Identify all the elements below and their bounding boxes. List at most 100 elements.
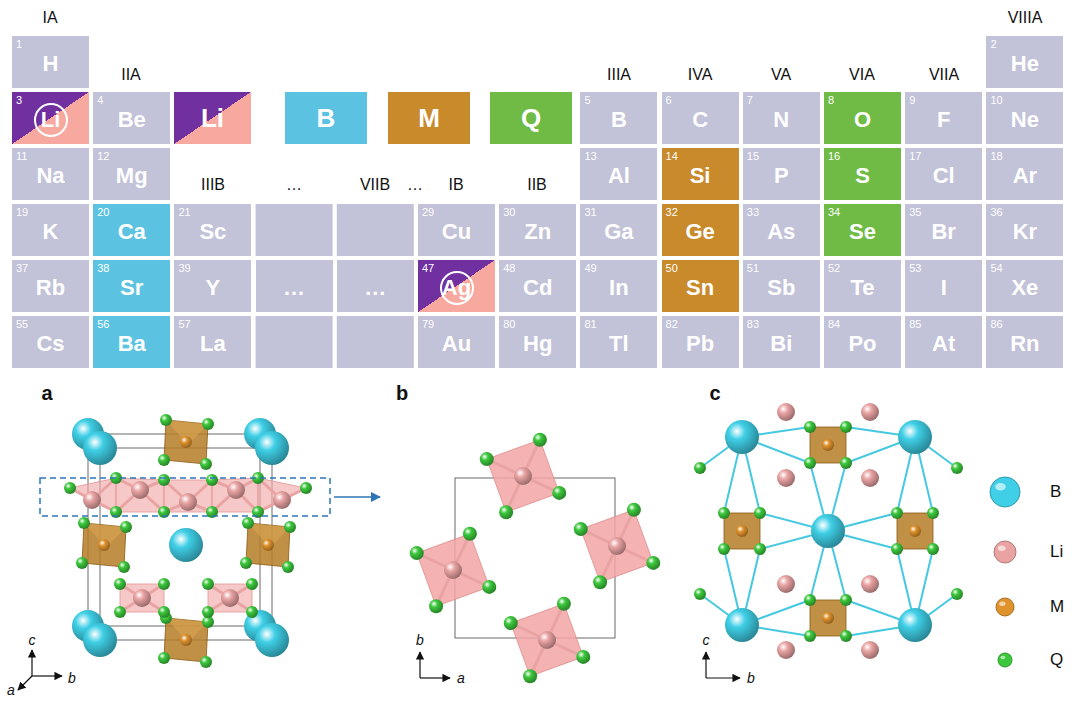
atom-sphere: [557, 597, 571, 611]
element-cell: 8O: [824, 92, 901, 144]
atom-sphere: [300, 482, 312, 494]
atom-sphere: [840, 630, 852, 642]
atomic-number: 34: [828, 206, 840, 218]
atom-sphere: [76, 557, 88, 569]
atom-sphere: [777, 403, 795, 421]
element-symbol: …: [283, 275, 305, 301]
atomic-number: 8: [828, 94, 834, 106]
axis-arrow: [32, 675, 62, 676]
element-symbol: Li: [34, 103, 68, 137]
atom-sphere: [627, 503, 641, 517]
atom-sphere: [202, 606, 214, 618]
legend-label: M: [1050, 597, 1064, 617]
li-polyhedron: [116, 478, 164, 512]
atomic-number: 30: [503, 206, 515, 218]
group-label: VA: [771, 66, 791, 84]
atom-sphere: [927, 507, 939, 519]
atom-sphere: [898, 608, 932, 642]
element-cell: 3Li: [12, 92, 89, 144]
element-cell: …: [337, 260, 414, 312]
blank-cell: [256, 316, 333, 368]
tetrahedron: [810, 427, 846, 463]
atom-sphere: [840, 594, 852, 606]
atom-sphere: [891, 507, 903, 519]
tetrahedron: [246, 523, 290, 567]
element-symbol: Cl: [933, 163, 955, 189]
element-cell: 49In: [580, 260, 657, 312]
element-cell: 32Ge: [662, 204, 739, 256]
atomic-number: 53: [909, 262, 921, 274]
li-polyhedron: [581, 510, 654, 583]
axis-label: a: [457, 670, 465, 686]
atom-sphere: [538, 631, 556, 649]
atomic-number: 20: [97, 206, 109, 218]
atom-sphere: [861, 575, 879, 593]
atom-sphere: [861, 403, 879, 421]
element-symbol: Sc: [199, 219, 226, 245]
atom-sphere: [777, 575, 795, 593]
element-cell: 11Na: [12, 148, 89, 200]
element-symbol: Pb: [686, 331, 714, 357]
atom-sphere: [576, 650, 590, 664]
element-cell: 30Zn: [499, 204, 576, 256]
element-symbol: Rn: [1010, 331, 1039, 357]
li-polyhedron: [208, 584, 252, 612]
atomic-number: 33: [747, 206, 759, 218]
atomic-number: 12: [97, 150, 109, 162]
element-symbol: I: [941, 275, 947, 301]
element-symbol: At: [932, 331, 955, 357]
atom-sphere: [480, 452, 494, 466]
axis-label: c: [29, 632, 36, 648]
atom-sphere: [444, 561, 462, 579]
tetrahedron: [724, 513, 760, 549]
atomic-number: 39: [178, 262, 190, 274]
blank-cells: [256, 204, 414, 368]
atom-sphere: [754, 507, 766, 519]
element-cell: 86Rn: [986, 316, 1063, 368]
atomic-number: 3: [16, 94, 22, 106]
atom-sphere: [180, 634, 192, 646]
element-cell: 48Cd: [499, 260, 576, 312]
element-symbol: P: [774, 163, 789, 189]
legend-swatch-highlight: [1000, 656, 1005, 660]
element-symbol: Ga: [604, 219, 633, 245]
atomic-number: 19: [16, 206, 28, 218]
element-symbol: O: [854, 107, 871, 133]
element-cell: 57La: [174, 316, 251, 368]
element-cell: 81Tl: [580, 316, 657, 368]
group-label: IIIB: [201, 176, 225, 194]
atom-sphere: [200, 458, 212, 470]
element-cell: 29Cu: [418, 204, 495, 256]
element-cell: 7N: [743, 92, 820, 144]
element-cell: 39Y: [174, 260, 251, 312]
element-cell: 17Cl: [905, 148, 982, 200]
atom-sphere: [410, 546, 424, 560]
category-box: Q: [490, 92, 572, 144]
element-symbol: F: [937, 107, 950, 133]
atomic-number: 32: [666, 206, 678, 218]
atomic-number: 51: [747, 262, 759, 274]
atom-sphere: [804, 630, 816, 642]
ellipsis-label: …: [286, 176, 302, 194]
li-polyhedron: [212, 478, 258, 512]
atom-sphere: [202, 578, 214, 590]
atom-sphere: [593, 575, 607, 589]
atomic-number: 36: [990, 206, 1002, 218]
element-symbol: Au: [442, 331, 471, 357]
atom-sphere: [822, 612, 834, 624]
element-cell: 18Ar: [986, 148, 1063, 200]
atom-sphere: [646, 556, 660, 570]
atom-sphere: [246, 578, 258, 590]
legend-swatch: [998, 653, 1012, 667]
atomic-number: 84: [828, 318, 840, 330]
axis-arrow: [419, 652, 420, 678]
atom-sphere: [909, 525, 921, 537]
element-cell: …: [256, 260, 333, 312]
atom-sphere: [255, 623, 289, 657]
atomic-number: 52: [828, 262, 840, 274]
atom-sphere: [202, 418, 214, 430]
atomic-number: 86: [990, 318, 1002, 330]
atom-sphere: [131, 481, 149, 499]
atom-sphere: [927, 543, 939, 555]
